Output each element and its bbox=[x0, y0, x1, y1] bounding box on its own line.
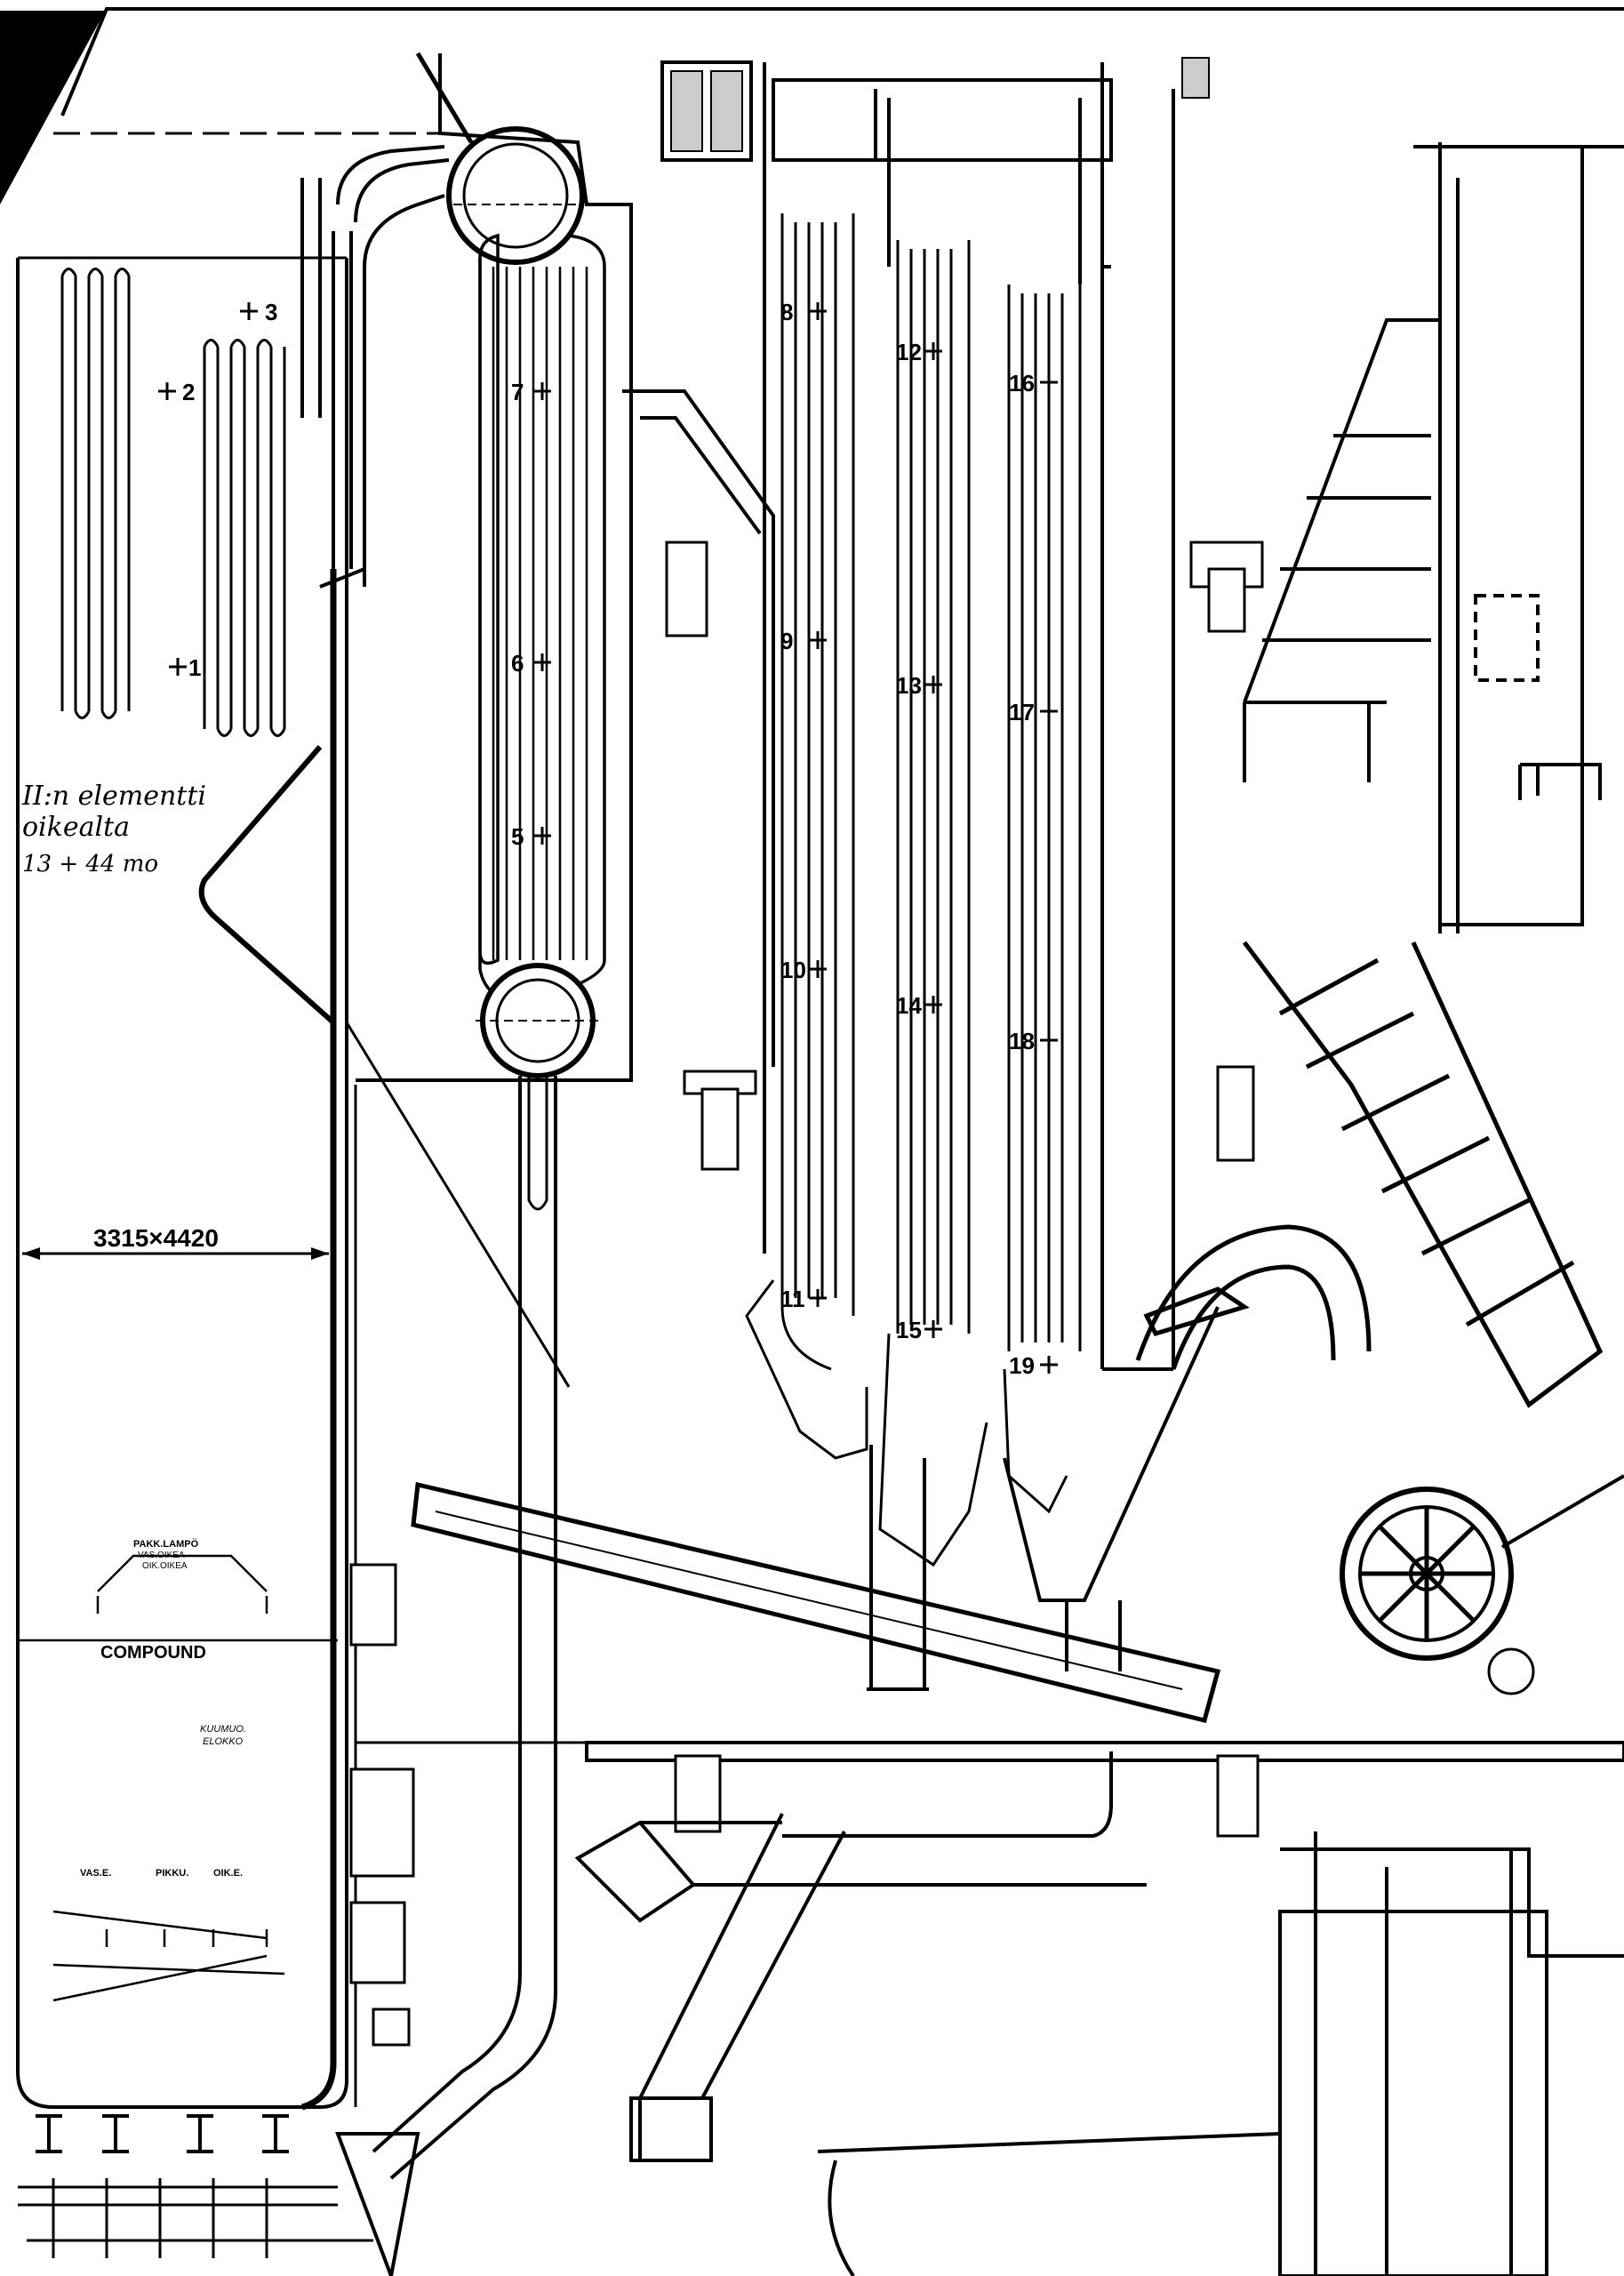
flue-gas-ducts bbox=[763, 62, 1175, 1371]
boiler-casing bbox=[356, 53, 775, 1082]
point-19: 19 bbox=[1009, 1352, 1035, 1379]
base-i-beams bbox=[36, 2114, 289, 2153]
point-12: 12 bbox=[896, 339, 922, 365]
brick-column bbox=[660, 57, 1210, 162]
ash-hoppers bbox=[867, 1286, 1250, 1691]
handwritten-note-line2: oikealta bbox=[22, 812, 130, 843]
point-14: 14 bbox=[896, 992, 922, 1019]
measuring-point-crosses bbox=[158, 302, 1058, 1374]
point-2: 2 bbox=[182, 379, 195, 405]
callout-oik-oikea: OIK.OIKEA bbox=[142, 1561, 188, 1571]
floor-beam bbox=[356, 1741, 1624, 1838]
economizer-pass-2 bbox=[878, 240, 988, 1567]
point-6: 6 bbox=[511, 650, 524, 677]
superheater-chamber bbox=[16, 7, 1624, 2109]
point-13: 13 bbox=[896, 672, 922, 699]
steam-drum bbox=[415, 52, 585, 265]
lower-equipment bbox=[817, 1831, 1548, 2276]
handwritten-note-line3: 13 + 44 mo bbox=[22, 851, 158, 878]
point-18: 18 bbox=[1009, 1028, 1035, 1054]
callout-pakk-lampo: PAKK.LAMPÖ bbox=[133, 1538, 199, 1550]
point-9: 9 bbox=[780, 628, 793, 654]
right-machine-housing bbox=[1413, 145, 1624, 926]
feeder-chute bbox=[1243, 941, 1604, 1408]
callout-pikku: PIKKU. bbox=[156, 1868, 188, 1879]
economizer-pass-3 bbox=[1003, 284, 1082, 1514]
measuring-point-labels: 1 2 3 5 6 7 8 9 10 11 12 13 14 15 16 17 … bbox=[182, 299, 1035, 1379]
handwritten-note-line1: II:n elementti bbox=[21, 781, 206, 812]
callout-vas-e: VAS.E. bbox=[80, 1868, 111, 1879]
point-8: 8 bbox=[780, 299, 793, 325]
handwritten-note: II:n elementti oikealta 13 + 44 mo bbox=[21, 781, 206, 878]
point-1: 1 bbox=[188, 654, 201, 681]
point-17: 17 bbox=[1009, 699, 1035, 725]
point-7: 7 bbox=[511, 379, 524, 405]
mud-drum bbox=[476, 963, 600, 1078]
draft-fan bbox=[1340, 1474, 1624, 1695]
point-16: 16 bbox=[1009, 370, 1035, 397]
downcomer-pipe bbox=[372, 1076, 557, 2180]
wall-instruments bbox=[349, 1563, 415, 2047]
point-10: 10 bbox=[780, 957, 806, 983]
gas-duct-elbow bbox=[1135, 1224, 1372, 1370]
point-3: 3 bbox=[265, 299, 277, 325]
steam-header-pipes bbox=[300, 145, 450, 589]
measurement-schematic bbox=[52, 1910, 285, 2002]
point-15: 15 bbox=[896, 1317, 922, 1343]
dimension-label: 3315×4420 bbox=[93, 1224, 219, 1252]
dimension-line bbox=[22, 1247, 329, 1260]
point-11: 11 bbox=[780, 1286, 805, 1312]
support-beams bbox=[665, 541, 1264, 1171]
compound-schematic bbox=[18, 1554, 338, 1642]
lower-ducting bbox=[574, 1751, 1624, 2162]
compound-label: COMPOUND bbox=[100, 1643, 206, 1663]
callout-vas-oikea: VAS.OIKEA bbox=[138, 1551, 185, 1560]
superheater-coil-left bbox=[60, 268, 131, 719]
economizer-pass-1 bbox=[745, 213, 868, 1460]
callout-oik-e: OIK.E. bbox=[213, 1868, 243, 1879]
callout-kuumuo: KUUMUO. bbox=[200, 1724, 246, 1735]
inclined-conveyor bbox=[411, 1481, 1221, 1724]
point-5: 5 bbox=[511, 823, 524, 850]
superheater-coil-right bbox=[203, 339, 286, 737]
callout-elokko: ELOKKO bbox=[203, 1736, 244, 1747]
scan-black-corner bbox=[0, 0, 111, 204]
bottom-frame bbox=[18, 2132, 420, 2276]
coal-hopper bbox=[1243, 142, 1460, 934]
